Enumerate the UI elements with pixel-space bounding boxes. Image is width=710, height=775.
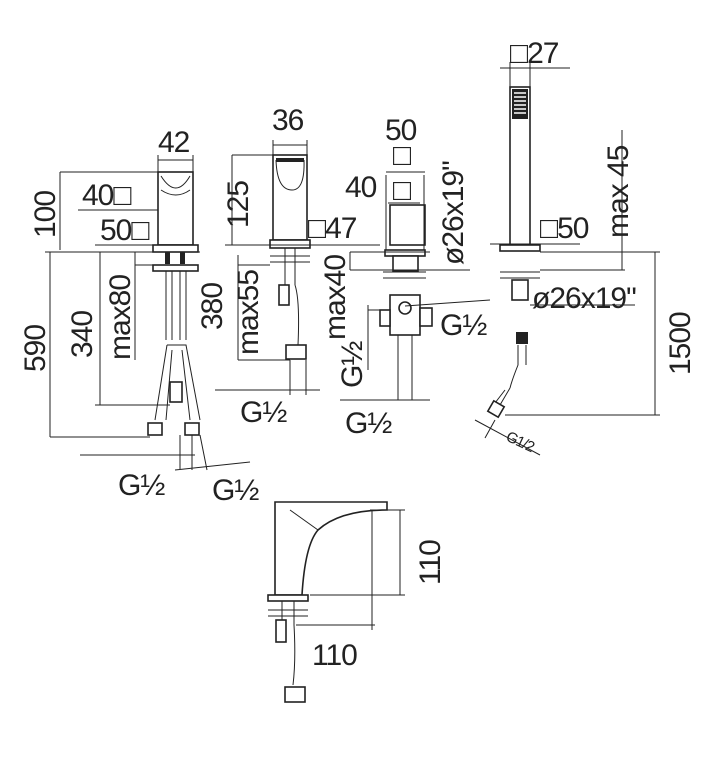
spout-mixer: 110 110	[267, 501, 447, 703]
dim-hose: ø26x19"	[437, 161, 470, 265]
dim-square-40: 40□	[82, 179, 132, 212]
dim-depth-380: 380	[196, 283, 229, 330]
dim-height-125: 125	[222, 181, 255, 228]
dim-width-50: 50	[385, 114, 417, 147]
thread-label: G½	[240, 396, 287, 429]
thread-label: G½	[440, 309, 487, 342]
dim-square-icon: □	[393, 174, 412, 207]
dim-square-icon: □	[393, 139, 412, 172]
dim-height-100: 100	[29, 191, 62, 238]
dim-height-110: 110	[414, 540, 447, 585]
dim-depth-340: 340	[66, 311, 99, 358]
dim-max40: max40	[319, 255, 352, 340]
thread-label: G½	[345, 407, 392, 440]
dim-width-40: 40	[345, 171, 377, 204]
dim-length-1500: 1500	[664, 312, 697, 375]
dim-max55: max55	[232, 270, 265, 355]
dim-width-36: 36	[272, 104, 304, 137]
thread-label: G1/2	[503, 428, 537, 456]
thread-label: G½	[118, 469, 165, 502]
diverter: 50 □ 40 □ ø26x19" max40 G½ G½ G½	[319, 114, 491, 440]
hand-shower: □27 □50 max 45 ø26x19" 1500 G1/2	[474, 37, 697, 456]
dim-square-27: □27	[510, 37, 559, 70]
dim-square-50: 50□	[100, 214, 150, 247]
dim-width-42: 42	[158, 126, 190, 159]
thread-label: G½	[212, 474, 259, 507]
dim-max45: max 45	[602, 145, 635, 238]
dim-total-590: 590	[19, 325, 52, 372]
dim-hose: ø26x19"	[532, 282, 636, 315]
dim-max80: max80	[104, 275, 137, 360]
dim-square-50: □50	[540, 212, 589, 245]
mixer-left: 42 100 40□ 50□ 590 340 max80 380 G½ G½	[19, 126, 260, 507]
mixer-right: 36 125 □47 max55 G½	[215, 104, 380, 429]
dim-square-47: □47	[308, 212, 357, 245]
dim-reach-110: 110	[312, 639, 357, 672]
thread-label: G½	[336, 341, 369, 388]
